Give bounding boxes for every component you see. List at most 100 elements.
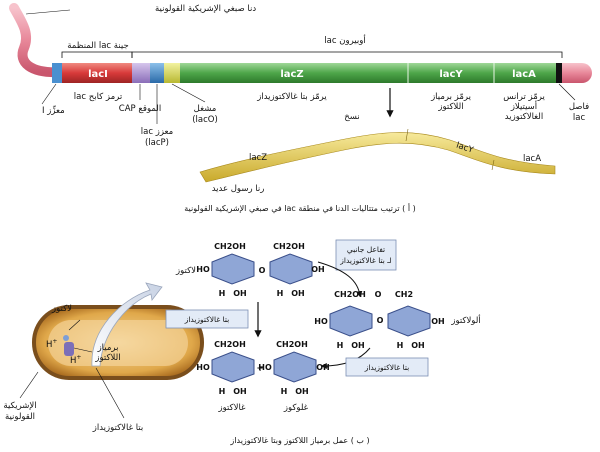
- h-plus-outer: H+: [46, 338, 57, 350]
- cap-site: [132, 63, 150, 83]
- operon-label: أوبيرون lac: [324, 34, 365, 46]
- permease-protein: [64, 342, 74, 356]
- svg-text:O: O: [259, 266, 266, 275]
- transcription-label: نسخ: [344, 112, 359, 122]
- cell-permease-label-1: برمياز: [97, 343, 119, 353]
- cell-beta-gal-label: بتا غالاكتوزيداز: [92, 423, 144, 433]
- part-a-caption: ( أ ) ترتيب متتاليات الدنا في منطقة lac …: [184, 203, 415, 214]
- lactose-structure: CH2OH CH2OH HO O H OH H OH OH: [196, 242, 325, 298]
- lacZ-gene: [180, 63, 408, 83]
- svg-text:H: H: [219, 387, 226, 396]
- lactose-to-allolactose-arrow: [317, 261, 363, 298]
- svg-text:O: O: [375, 290, 382, 299]
- terminator-label-2: lac: [573, 113, 586, 123]
- mrna-lacZ-label: lacZ: [249, 153, 267, 163]
- lacA-code-label-2: أسيتيلاز: [510, 100, 537, 112]
- terminator: [556, 63, 562, 83]
- svg-text:CH2OH: CH2OH: [214, 340, 246, 349]
- svg-text:OH: OH: [316, 363, 330, 372]
- svg-text:HO: HO: [196, 363, 210, 372]
- beta-gal-left-label: بتا غالاكتوزيداز: [184, 315, 230, 324]
- svg-text:OH: OH: [295, 387, 309, 396]
- lactose-label: لاكتوز: [175, 266, 196, 276]
- lacP-label-1: معزز lac: [141, 127, 173, 137]
- regulatory-gene-bracket: [61, 51, 133, 58]
- lacY-gene: [408, 63, 494, 83]
- dna-tail-curl: [9, 3, 67, 78]
- insulator-label: معزِّز I: [42, 105, 65, 116]
- side-reaction-label-1: تفاعل جانبي: [347, 245, 385, 254]
- lacI-label: lacI: [88, 69, 108, 80]
- polycistronic-label: رنا رسول عديد: [212, 184, 265, 194]
- svg-text:HO: HO: [258, 363, 272, 372]
- svg-text:CH2: CH2: [395, 290, 413, 299]
- svg-text:H: H: [337, 341, 344, 350]
- galactose-ring: [211, 351, 255, 383]
- lacZ-label: lacZ: [280, 69, 303, 80]
- lacP-label-2: (lacP): [145, 138, 169, 148]
- operator-label-1: مشغل: [194, 104, 217, 114]
- svg-text:OH: OH: [233, 387, 247, 396]
- svg-text:CH2OH: CH2OH: [273, 242, 305, 251]
- allolactose-ring-right: [387, 305, 431, 337]
- svg-text:OH: OH: [431, 317, 445, 326]
- allolactose-ring-left: [329, 305, 373, 337]
- svg-text:O: O: [377, 316, 384, 325]
- lacY-code-label-1: يرمّز برمياز: [430, 92, 472, 102]
- lactose-glucose-ring: [269, 253, 313, 285]
- allolactose-structure: CH2OH O CH2 HO O H OH H OH OH: [314, 290, 445, 350]
- part-a: دنا صبغي الإشريكية القولونية lacI lacZ l…: [9, 3, 592, 214]
- lacY-code-label-2: اللاكتوز: [437, 102, 463, 112]
- part-b: لاكتوز H+ H+ برمياز اللاكتوز الإشريكية ا…: [3, 239, 481, 445]
- insulator-segment: [52, 63, 62, 83]
- lacA-code-label-3: الغالاكتوزيد: [505, 112, 543, 122]
- lacP-promoter: [150, 63, 164, 83]
- operon-bracket: [131, 51, 563, 58]
- lacY-label: lacY: [439, 69, 463, 80]
- glucose-ring: [273, 351, 317, 383]
- svg-text:H: H: [277, 289, 284, 298]
- plus-sign: +: [256, 364, 263, 374]
- operator-label-2: (lacO): [192, 115, 218, 125]
- cell-permease-label-2: اللاكتوز: [94, 353, 120, 363]
- h-plus-inner: H+: [70, 354, 81, 366]
- lacA-gene: [494, 63, 558, 83]
- allolactose-label: ألولاكتوز: [450, 314, 480, 326]
- cap-site-label: الموقع CAP: [119, 104, 161, 114]
- svg-text:CH2OH: CH2OH: [276, 340, 308, 349]
- side-reaction-label-2: لـ بتا غالاكتوزيداز: [339, 256, 391, 265]
- svg-text:HO: HO: [196, 265, 210, 274]
- galactose-label: غالاكتوز: [218, 403, 247, 413]
- mrna-lacA-label: lacA: [523, 154, 541, 164]
- svg-text:H: H: [397, 341, 404, 350]
- svg-text:OH: OH: [291, 289, 305, 298]
- svg-text:OH: OH: [311, 265, 325, 274]
- terminator-label-1: فاصل: [569, 102, 589, 112]
- svg-text:OH: OH: [411, 341, 425, 350]
- svg-text:OH: OH: [233, 289, 247, 298]
- svg-text:CH2OH: CH2OH: [214, 242, 246, 251]
- svg-text:H: H: [281, 387, 288, 396]
- svg-text:H: H: [219, 289, 226, 298]
- lacA-label: lacA: [512, 69, 536, 80]
- cell-ecoli-label-1: الإشريكية: [3, 401, 36, 411]
- svg-text:OH: OH: [351, 341, 365, 350]
- cell-export-arrow: [91, 282, 163, 367]
- part-b-caption: ( ب ) عمل برمياز اللاكتوز وبتا غالاكتوزي…: [229, 436, 369, 445]
- side-reaction-box: [335, 239, 397, 271]
- cell-lactose-label: لاكتوز: [51, 304, 72, 314]
- cell-ecoli-label-2: القولونية: [5, 412, 35, 422]
- svg-text:CH2OH: CH2OH: [334, 290, 366, 299]
- mrna-ribbon: [199, 132, 556, 183]
- svg-text:HO: HO: [314, 317, 328, 326]
- lacZ-code-label: يرمّز بتا غالاكتوزيداز: [256, 92, 327, 102]
- lacI-codes-label: ترمز كابح lac: [74, 92, 123, 102]
- ecoli-dna-label: دنا صبغي الإشريكية القولونية: [155, 4, 256, 14]
- beta-gal-box-right: [345, 357, 429, 377]
- lactose-galactose-ring: [211, 253, 255, 285]
- beta-gal-right-label: بتا غالاكتوزيداز: [364, 363, 410, 372]
- glucose-label: غلوكوز: [283, 403, 309, 413]
- products-structure: CH2OH CH2OH HO HO H OH H OH OH: [196, 340, 330, 396]
- ecoli-cell: [32, 282, 204, 380]
